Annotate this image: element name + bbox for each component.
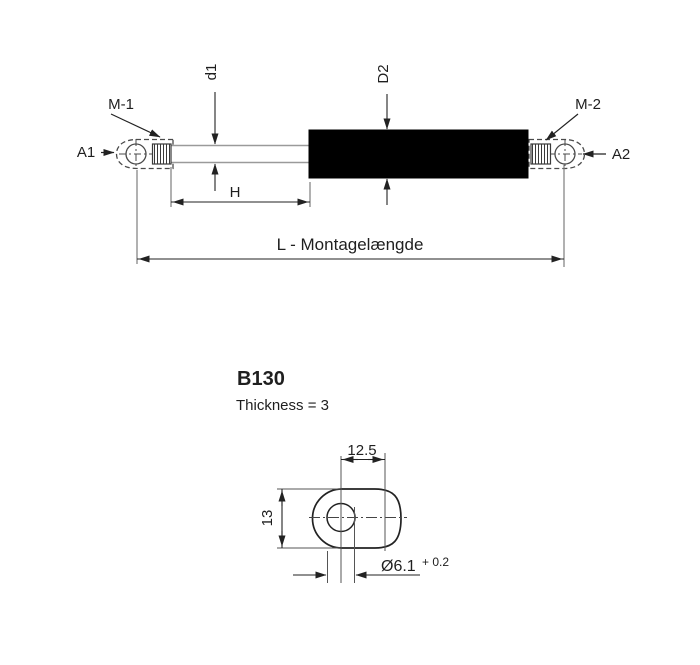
dimension-d1: d1 bbox=[203, 64, 220, 191]
label-a2: A2 bbox=[612, 146, 630, 163]
leader-m2 bbox=[545, 113, 579, 141]
piston-rod bbox=[171, 144, 309, 164]
callout-a1: A1 bbox=[77, 144, 115, 161]
eyelet-left-outline bbox=[115, 138, 174, 170]
dimension-d2: D2 bbox=[375, 64, 392, 205]
leader-m1 bbox=[110, 113, 161, 138]
dimension-width: 12.5 bbox=[341, 442, 386, 551]
dimension-h: H bbox=[170, 167, 311, 207]
label-m2: M-2 bbox=[575, 96, 601, 113]
label-d1: d1 bbox=[203, 64, 220, 81]
eyelet-right bbox=[528, 138, 586, 170]
label-hole-tolerance: + 0.2 bbox=[422, 555, 449, 569]
label-d2: D2 bbox=[375, 64, 392, 83]
eyelet-left bbox=[115, 138, 174, 170]
label-m1: M-1 bbox=[108, 96, 134, 113]
label-hole-diameter: Ø6.1 bbox=[381, 558, 416, 575]
label-h: H bbox=[230, 184, 241, 201]
cylinder-body bbox=[308, 129, 529, 179]
thread-left bbox=[151, 143, 172, 165]
fitting-title: B130 bbox=[237, 368, 285, 390]
callout-m1: M-1 bbox=[108, 96, 161, 138]
fitting-detail-drawing: B130 Thickness = 3 12.5 13 bbox=[236, 368, 449, 583]
piston-rod-face bbox=[171, 145, 309, 163]
dimension-l: L - Montagelængde bbox=[136, 163, 565, 267]
label-a1: A1 bbox=[77, 144, 95, 161]
callout-m2: M-2 bbox=[545, 96, 601, 141]
thread-right bbox=[530, 143, 552, 165]
fitting-thickness-note: Thickness = 3 bbox=[236, 397, 329, 414]
assembly-drawing: M-1 M-2 A1 A2 d1 D2 bbox=[77, 64, 630, 267]
callout-a2: A2 bbox=[582, 146, 630, 163]
label-l-montagelaengde: L - Montagelængde bbox=[277, 235, 424, 254]
dimension-hole: Ø6.1 + 0.2 bbox=[293, 507, 449, 583]
dimension-height: 13 bbox=[259, 488, 340, 549]
eyelet-right-outline bbox=[528, 138, 586, 170]
label-width: 12.5 bbox=[347, 442, 376, 459]
label-height: 13 bbox=[259, 510, 276, 527]
fitting-outline bbox=[311, 488, 402, 549]
